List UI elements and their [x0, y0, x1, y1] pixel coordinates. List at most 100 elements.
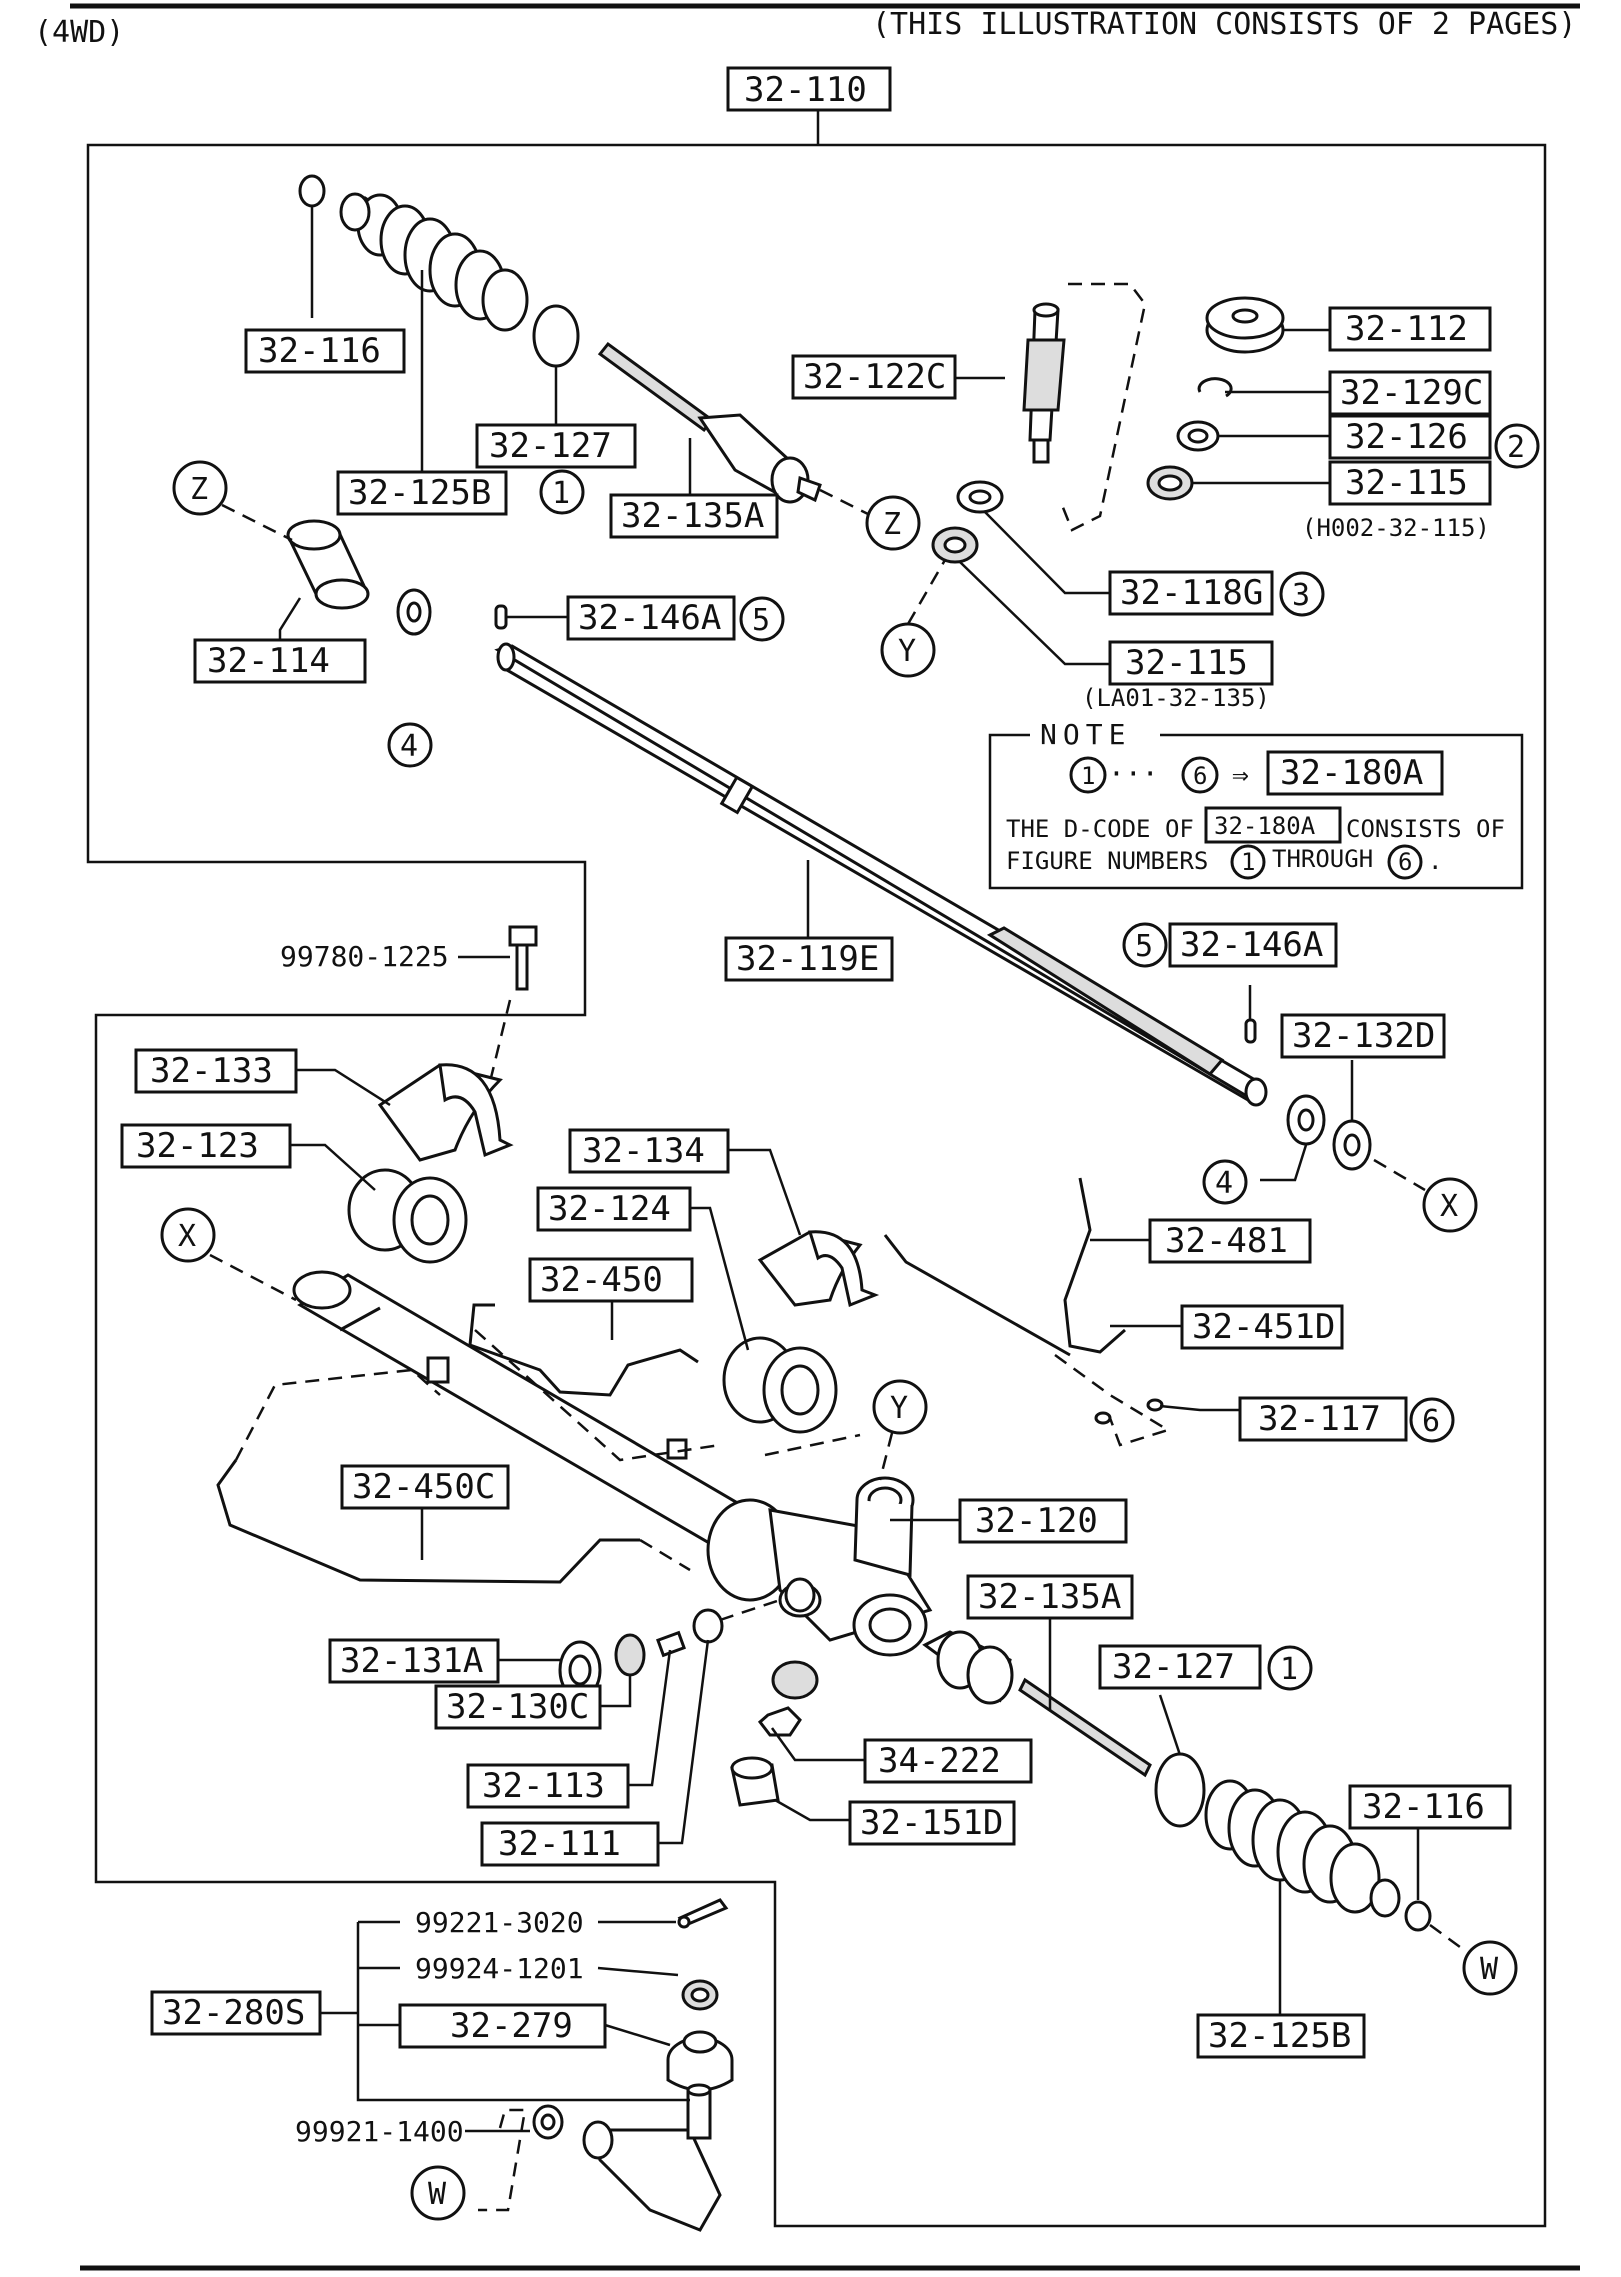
- label-32-125B-top: 32-125B: [336, 470, 508, 516]
- label-32-111: 32-111: [480, 1821, 660, 1867]
- pin-top: [494, 604, 508, 630]
- label-32-280S: 32-280S: [150, 1990, 322, 2036]
- label-32-133: 32-133: [134, 1048, 298, 1094]
- svg-text:32-116: 32-116: [1362, 1787, 1485, 1827]
- svg-text:THE D-CODE OF: THE D-CODE OF: [1006, 815, 1194, 843]
- svg-text:32-114: 32-114: [207, 641, 330, 681]
- label-32-119E: 32-119E: [724, 936, 894, 982]
- o-ring-117a: [1094, 1411, 1112, 1425]
- svg-text:32-450: 32-450: [540, 1260, 663, 1300]
- label-32-151D: 32-151D: [848, 1800, 1016, 1846]
- callout-Z-left: Z: [172, 460, 228, 516]
- svg-text:32-122C: 32-122C: [803, 357, 946, 397]
- boot-top: [339, 192, 529, 332]
- svg-text:1: 1: [1280, 1652, 1298, 1687]
- label-32-112: 32-112: [1328, 306, 1492, 352]
- svg-text:···: ···: [1108, 757, 1159, 790]
- svg-text:32-451D: 32-451D: [1192, 1307, 1335, 1347]
- ring-top: [532, 304, 580, 368]
- label-32-481: 32-481: [1148, 1218, 1312, 1264]
- tie-rod-bottom: [922, 1630, 1152, 1778]
- svg-text:32-180A: 32-180A: [1280, 753, 1423, 793]
- label-32-120: 32-120: [958, 1498, 1128, 1544]
- label-32-131A: 32-131A: [328, 1638, 500, 1684]
- bushing-123: [347, 1168, 468, 1264]
- label-32-113: 32-113: [466, 1763, 630, 1809]
- svg-text:32-124: 32-124: [548, 1189, 671, 1229]
- svg-text:32-118G: 32-118G: [1120, 573, 1263, 613]
- pinion-seals: [931, 480, 1004, 564]
- label-32-134: 32-134: [568, 1128, 730, 1174]
- label-99924-1201: 99924-1201: [415, 1952, 584, 1985]
- label-32-450: 32-450: [528, 1257, 694, 1303]
- svg-text:32-135A: 32-135A: [978, 1577, 1121, 1617]
- svg-text:32-131A: 32-131A: [340, 1641, 483, 1681]
- svg-text:32-151D: 32-151D: [860, 1803, 1003, 1843]
- svg-text:32-120: 32-120: [975, 1501, 1098, 1541]
- callout-X-right: X: [1422, 1177, 1478, 1233]
- svg-text:CONSISTS OF: CONSISTS OF: [1346, 815, 1505, 843]
- nut-34-222: [757, 1706, 802, 1737]
- label-32-135A-top: 32-135A: [609, 493, 779, 539]
- svg-text:32-116: 32-116: [258, 331, 381, 371]
- svg-text:1: 1: [1241, 848, 1255, 876]
- label-32-129C: 32-129C: [1328, 370, 1492, 416]
- label-32-146A-mid: 32-146A: [1168, 922, 1338, 968]
- label-32-451D: 32-451D: [1180, 1304, 1344, 1350]
- pinion-shaft: [1022, 302, 1066, 464]
- pipe-481: [1063, 1177, 1126, 1354]
- bolt-99780: [508, 925, 538, 991]
- label-99221-3020: 99221-3020: [415, 1906, 584, 1939]
- pipe-450C: [216, 1459, 640, 1584]
- label-32-135A-bottom: 32-135A: [966, 1574, 1134, 1620]
- svg-text:Y: Y: [890, 1391, 908, 1426]
- svg-text:X: X: [1440, 1189, 1458, 1224]
- label-99921-1400: 99921-1400: [295, 2115, 464, 2148]
- svg-text:FIGURE NUMBERS: FIGURE NUMBERS: [1006, 847, 1208, 875]
- label-32-146A-top: 32-146A: [566, 595, 736, 641]
- label-32-127-bottom: 32-127: [1098, 1644, 1262, 1690]
- label-32-279: 32-279: [398, 2003, 607, 2049]
- callout-1-top: 1: [539, 469, 585, 515]
- svg-text:32-280S: 32-280S: [162, 1993, 305, 2033]
- label-34-222: 34-222: [863, 1738, 1033, 1784]
- svg-text:(H002-32-115): (H002-32-115): [1302, 514, 1490, 542]
- svg-text:32-123: 32-123: [136, 1126, 259, 1166]
- svg-text:32-111: 32-111: [498, 1824, 621, 1864]
- svg-text:32-135A: 32-135A: [621, 496, 764, 536]
- svg-text:32-127: 32-127: [489, 426, 612, 466]
- svg-text:3: 3: [1292, 578, 1310, 613]
- boot-bottom: [1204, 1779, 1401, 1918]
- svg-text:32-134: 32-134: [582, 1131, 705, 1171]
- assembly-label: 32-110: [744, 70, 867, 110]
- svg-text:32-180A: 32-180A: [1214, 812, 1316, 840]
- svg-text:Z: Z: [883, 507, 901, 542]
- bushing-124: [722, 1336, 838, 1434]
- castle-nut: [681, 1979, 719, 2011]
- svg-text:32-146A: 32-146A: [1180, 925, 1323, 965]
- callout-5-mid: 5: [1122, 922, 1168, 968]
- label-32-122C: 32-122C: [791, 354, 957, 400]
- callout-Y-bottom: Y: [872, 1379, 928, 1435]
- svg-text:32-133: 32-133: [150, 1051, 273, 1091]
- header-right: (THIS ILLUSTRATION CONSISTS OF 2 PAGES): [872, 7, 1576, 42]
- nut-99921: [532, 2104, 564, 2140]
- svg-text:34-222: 34-222: [878, 1741, 1001, 1781]
- svg-text:1: 1: [552, 476, 570, 511]
- cap-151D: [730, 1756, 780, 1807]
- svg-text:W: W: [1480, 1952, 1499, 1987]
- label-32-127-top: 32-127: [475, 423, 637, 469]
- ring-bottom: [1154, 1752, 1206, 1828]
- svg-text:32-125B: 32-125B: [1208, 2016, 1351, 2056]
- o-ring-117b: [1146, 1398, 1164, 1412]
- label-32-114: 32-114: [193, 638, 367, 684]
- svg-text:5: 5: [752, 603, 770, 638]
- svg-text:Z: Z: [190, 472, 208, 507]
- svg-text:6: 6: [1422, 1404, 1440, 1439]
- label-32-115-mid: 32-115 (LA01-32-135): [1082, 640, 1274, 712]
- label-32-450C: 32-450C: [340, 1464, 510, 1510]
- svg-text:32-279: 32-279: [450, 2006, 573, 2046]
- svg-text:(LA01-32-135): (LA01-32-135): [1082, 684, 1270, 712]
- svg-text:32-129C: 32-129C: [1340, 373, 1483, 413]
